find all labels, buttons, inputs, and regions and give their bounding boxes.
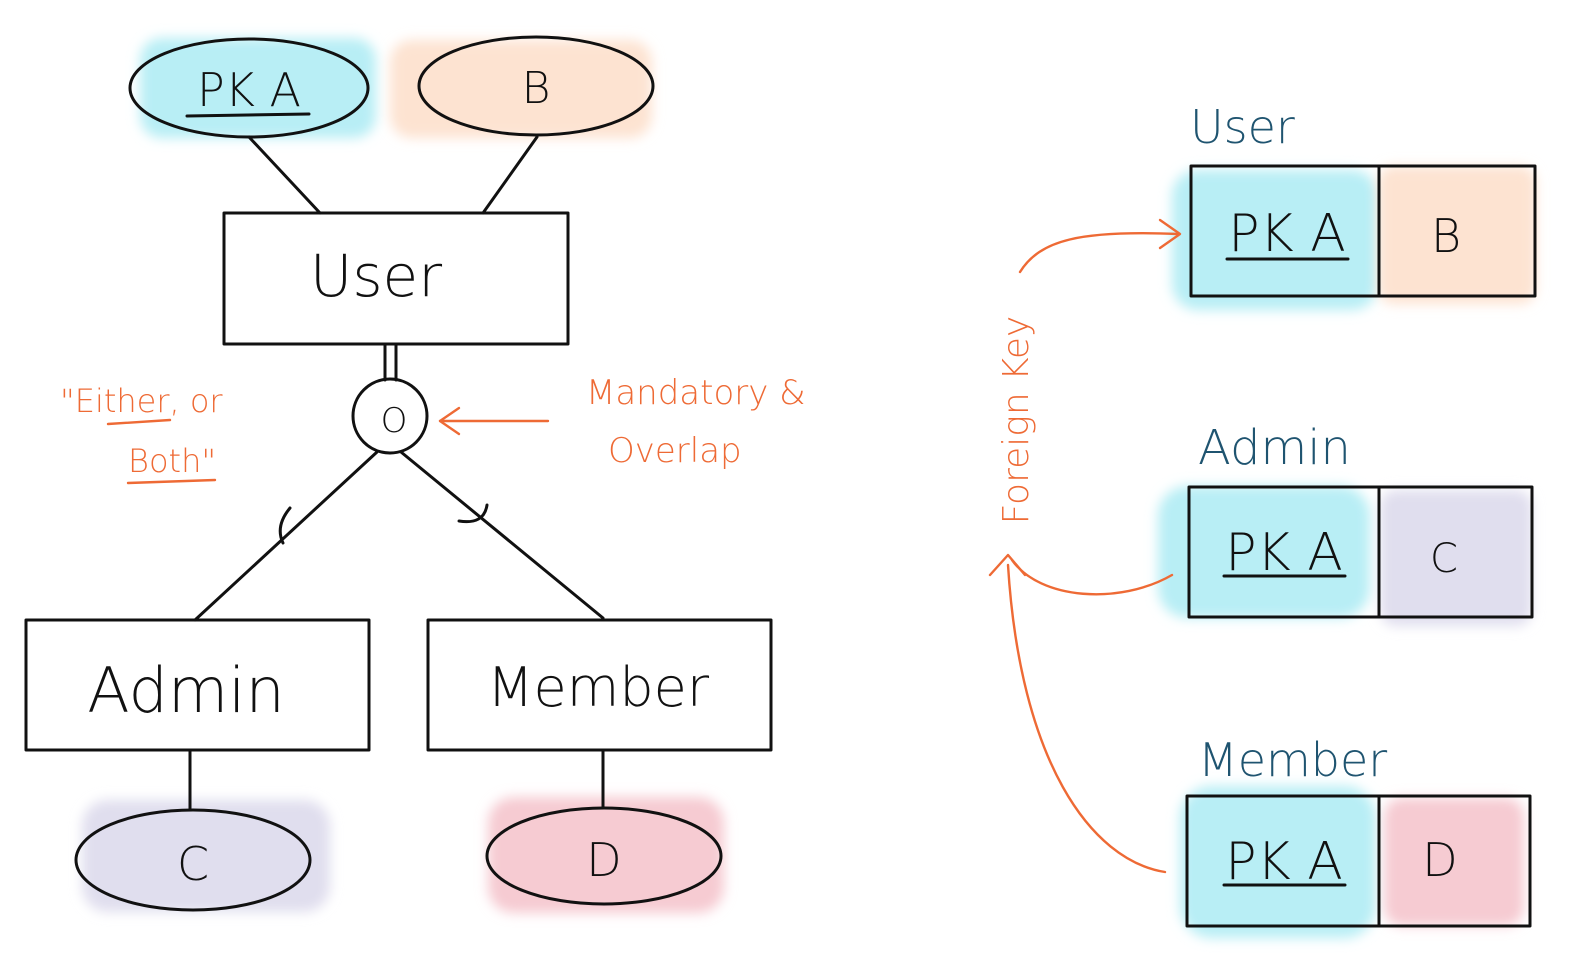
admin-table-pk-wash bbox=[1158, 486, 1370, 618]
member-table-title: Member bbox=[1198, 733, 1387, 787]
both-underline bbox=[126, 478, 217, 485]
admin-table-pk: PK A bbox=[1225, 523, 1343, 583]
pk-attribute-wash bbox=[140, 38, 376, 138]
fk-arrow-from-member bbox=[1006, 563, 1167, 874]
user-table bbox=[1189, 164, 1537, 298]
b-attribute-wash bbox=[390, 40, 652, 138]
admin-table-title: Admin bbox=[1198, 420, 1351, 476]
member-table-pk: PK A bbox=[1225, 832, 1343, 892]
member-entity bbox=[426, 618, 773, 752]
user-table-b-wash bbox=[1378, 166, 1536, 304]
d-attribute-label: D bbox=[586, 833, 621, 887]
fk-arrow-to-user bbox=[1018, 231, 1180, 274]
either-or-note: "Either, or bbox=[60, 382, 223, 420]
admin-table-attr: C bbox=[1430, 536, 1458, 582]
c-attribute-wash bbox=[82, 800, 330, 912]
b-attribute-label: B bbox=[522, 63, 551, 114]
user-table-title: User bbox=[1190, 100, 1295, 154]
user-table-attr: B bbox=[1431, 209, 1461, 263]
admin-subset-arc bbox=[278, 506, 292, 545]
fk-arrow-from-admin bbox=[1010, 558, 1174, 596]
member-table-attr: D bbox=[1422, 833, 1457, 887]
user-table-pk: PK A bbox=[1228, 204, 1346, 264]
pk-to-user-line bbox=[247, 135, 322, 215]
admin-table bbox=[1187, 485, 1534, 619]
foreign-key-label: Foreign Key bbox=[996, 316, 1037, 525]
overlap-circle bbox=[351, 377, 429, 455]
overlap-note: Overlap bbox=[608, 431, 742, 471]
admin-entity-label: Admin bbox=[87, 654, 285, 727]
either-underline bbox=[106, 418, 172, 426]
fk-arrow-from-admin-head bbox=[988, 553, 1027, 577]
b-attribute bbox=[417, 35, 655, 137]
pk-attribute-label: PK A bbox=[197, 63, 301, 117]
d-attribute-wash bbox=[488, 797, 724, 913]
c-attribute-label: C bbox=[177, 837, 209, 891]
circle-to-admin-line bbox=[193, 450, 379, 622]
both-note: Both" bbox=[128, 442, 216, 480]
fk-arrow-to-user-head bbox=[1158, 218, 1182, 250]
member-entity-label: Member bbox=[487, 656, 710, 719]
admin-entity bbox=[24, 618, 371, 752]
b-to-user-line bbox=[481, 135, 539, 215]
admin-table-c-wash bbox=[1380, 490, 1532, 626]
overlap-symbol: O bbox=[381, 401, 408, 441]
user-entity-label: User bbox=[310, 242, 442, 310]
member-table bbox=[1185, 794, 1532, 928]
mandatory-arrow-head bbox=[438, 406, 461, 436]
c-attribute bbox=[74, 808, 312, 912]
mandatory-note: Mandatory & bbox=[586, 373, 806, 413]
member-table-pk-wash bbox=[1180, 786, 1376, 938]
user-table-pk-wash bbox=[1172, 170, 1378, 310]
pk-attribute-underline bbox=[185, 112, 311, 118]
member-subset-arc bbox=[457, 503, 489, 524]
circle-to-member-line bbox=[399, 450, 605, 620]
member-table-d-wash bbox=[1384, 798, 1524, 926]
